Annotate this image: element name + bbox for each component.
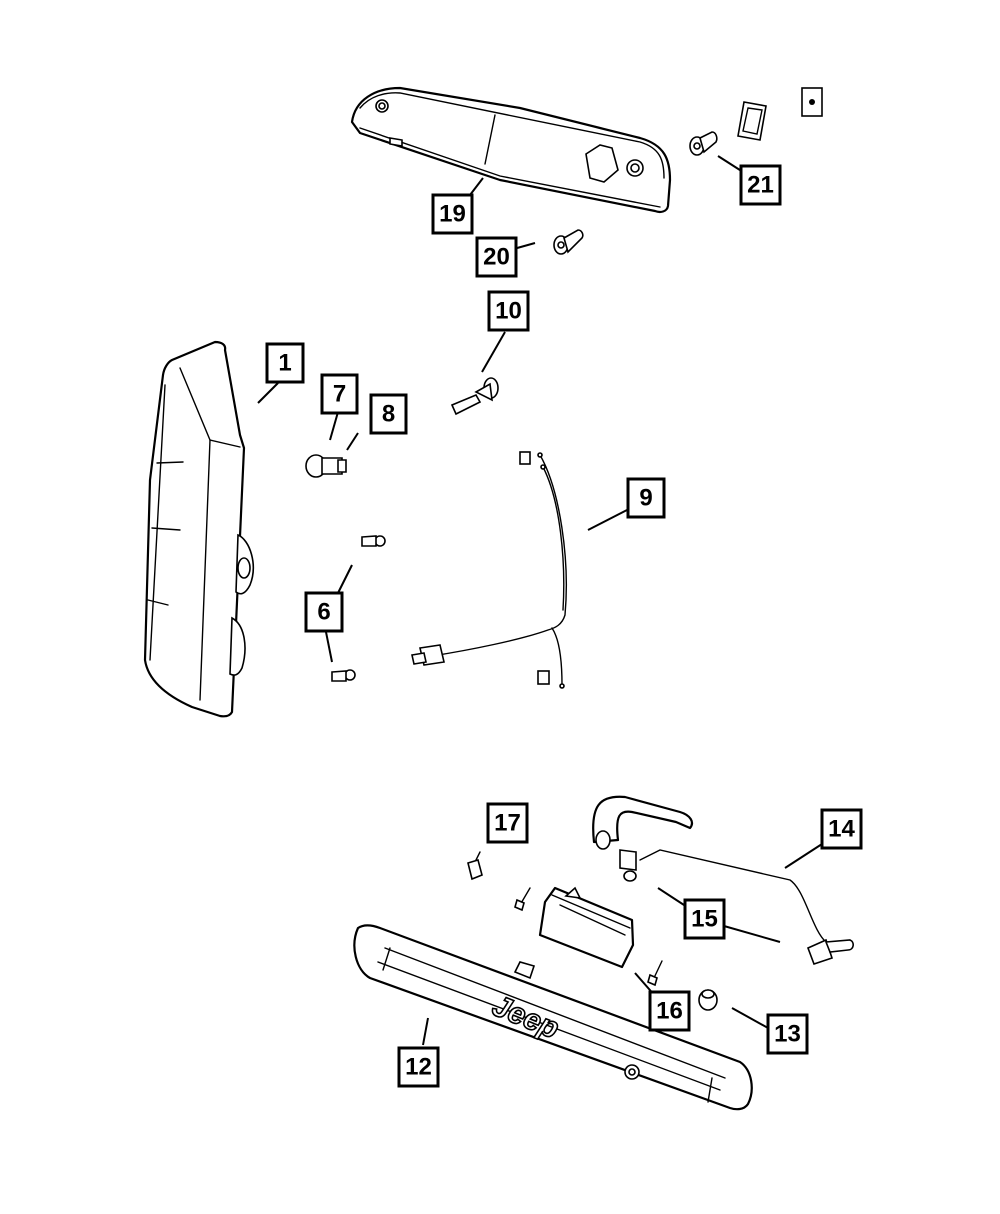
bulb-6-upper[interactable] [361,535,386,547]
svg-text:10: 10 [495,298,522,325]
wiring-harness-9[interactable] [411,451,567,689]
liftgate-switch-16[interactable] [538,886,635,969]
chmsl-housing[interactable] [350,86,672,214]
callout-21[interactable]: 21 [739,164,782,206]
callout-15[interactable]: 15 [683,898,726,940]
license-lamp-socket-15-lower[interactable] [806,938,854,966]
svg-text:1: 1 [278,350,291,377]
bulb-6-lower[interactable] [331,669,356,682]
svg-text:21: 21 [747,172,774,199]
svg-text:16: 16 [656,998,683,1025]
bracket-plate[interactable] [737,101,767,141]
callout-9[interactable]: 9 [626,477,666,519]
svg-text:7: 7 [333,381,346,408]
push-pin-10[interactable] [450,377,499,416]
pin-right[interactable] [647,960,663,987]
callout-20[interactable]: 20 [475,236,518,278]
svg-text:9: 9 [639,485,652,512]
svg-text:6: 6 [317,599,330,626]
callout-16[interactable]: 16 [648,990,691,1032]
socket-8[interactable] [321,457,347,475]
svg-text:14: 14 [828,816,855,843]
callout-8[interactable]: 8 [369,393,408,435]
square-grommet[interactable] [801,87,823,117]
screw-20[interactable] [553,229,584,255]
callout-7[interactable]: 7 [320,373,359,415]
callout-19[interactable]: 19 [431,193,474,235]
callout-6[interactable]: 6 [304,591,344,633]
grommet-13[interactable] [698,989,718,1011]
callout-14[interactable]: 14 [820,808,863,850]
callout-13[interactable]: 13 [766,1013,809,1055]
callout-1[interactable]: 1 [265,342,305,384]
svg-text:8: 8 [382,401,395,428]
callout-12[interactable]: 12 [397,1046,440,1088]
tail-lamp[interactable] [143,340,254,718]
svg-text:15: 15 [691,906,718,933]
svg-text:19: 19 [439,201,466,228]
pin-left[interactable] [514,887,531,912]
callout-17[interactable]: 17 [486,802,529,844]
license-lamp-socket-15-upper[interactable] [595,830,637,882]
svg-text:20: 20 [483,244,510,271]
svg-text:17: 17 [494,810,521,837]
clip-17[interactable] [467,851,483,881]
callout-10[interactable]: 10 [487,290,530,332]
license-lamp-wiring-14[interactable] [592,795,827,943]
retaining-nut-21[interactable] [689,131,718,156]
svg-text:13: 13 [774,1021,801,1048]
svg-text:12: 12 [405,1054,432,1081]
